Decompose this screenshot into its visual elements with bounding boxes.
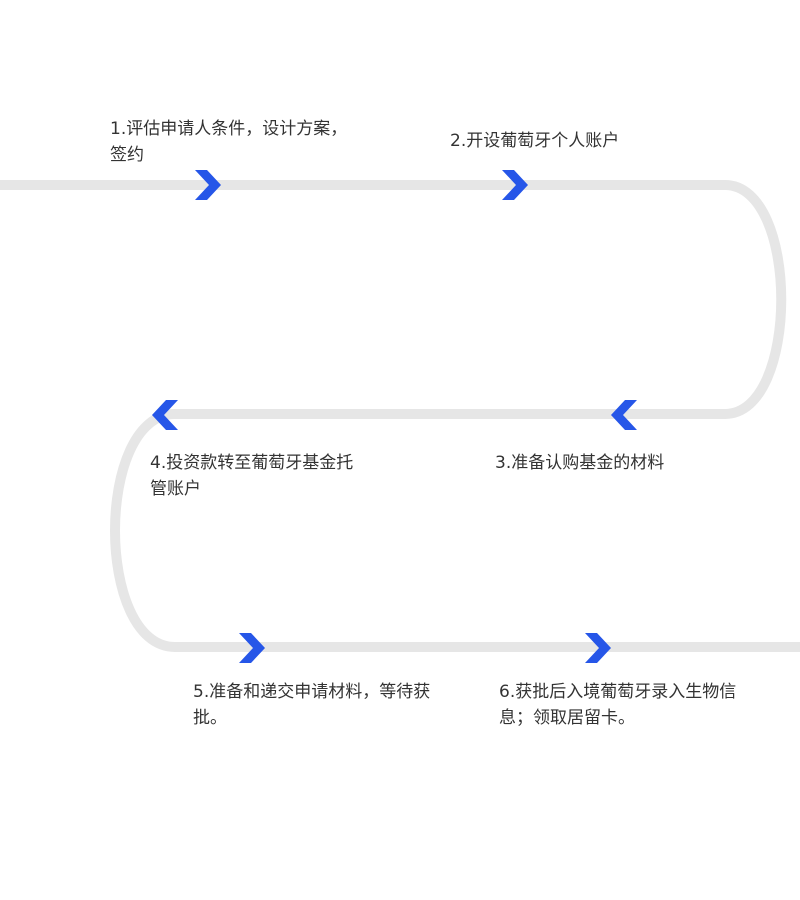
step-2-label: 2.开设葡萄牙个人账户 <box>450 131 620 151</box>
chevron-left-icon <box>152 400 178 430</box>
serpentine-track <box>0 180 800 652</box>
step-3-label: 3.准备认购基金的材料 <box>495 453 665 473</box>
chevron-right-icon <box>239 633 265 663</box>
chevron-left-icon <box>611 400 637 430</box>
step-4-label: 4.投资款转至葡萄牙基金托管账户 <box>150 453 354 499</box>
chevron-right-icon <box>502 170 528 200</box>
chevron-right-icon <box>585 633 611 663</box>
step-1-label: 1.评估申请人条件，设计方案，签约 <box>110 119 348 165</box>
step-5-label: 5.准备和递交申请材料，等待获批。 <box>193 682 431 728</box>
chevron-right-icon <box>195 170 221 200</box>
step-6-label: 6.获批后入境葡萄牙录入生物信息；领取居留卡。 <box>499 682 737 728</box>
